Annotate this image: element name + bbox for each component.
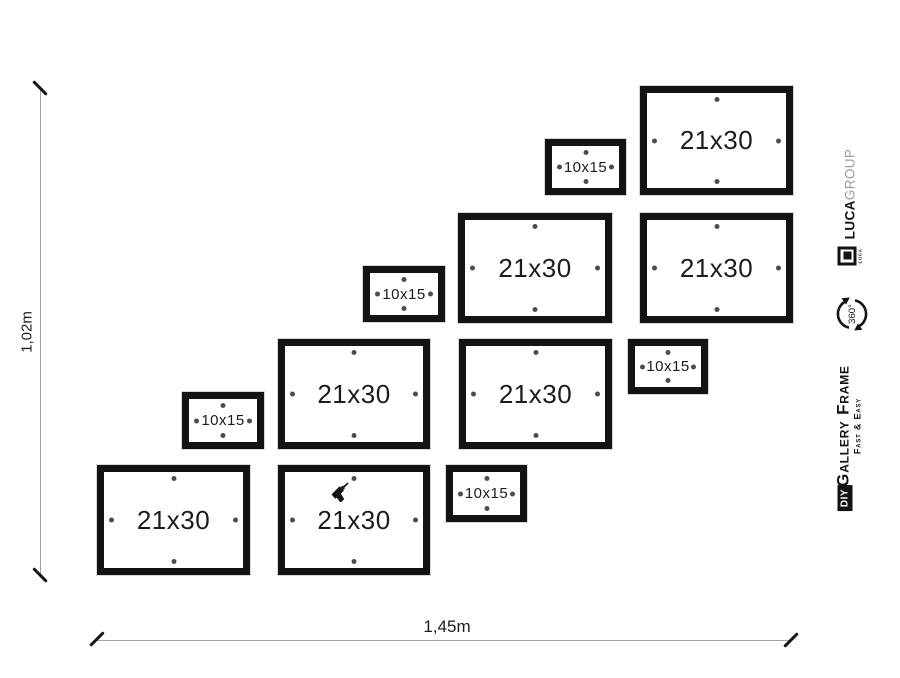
frame-size-label: 21x30 [317, 378, 391, 409]
mounting-dot [458, 491, 463, 496]
width-dimension-line [95, 640, 791, 641]
luca-logo-icon [837, 246, 857, 266]
mounting-dot [401, 277, 407, 282]
frame-size-label: 21x30 [498, 252, 572, 283]
brand-wordmark: LUCAGROUP [843, 149, 858, 240]
mounting-dot [583, 150, 588, 155]
picture-frame-10x15: 10x15 [363, 266, 445, 322]
mounting-dot [533, 350, 538, 355]
rotation-360-badge: 360° [833, 295, 871, 333]
frame-size-label: 21x30 [498, 378, 573, 409]
diy-badge: DIY [837, 484, 853, 512]
mounting-dot [375, 291, 380, 297]
dimension-tick [89, 631, 105, 647]
mounting-dot [401, 306, 407, 311]
picture-frame-21x30: 21x30 [278, 339, 430, 449]
mounting-dot [220, 433, 226, 438]
product-tagline: Fast & Easy [852, 397, 863, 455]
mounting-dot [776, 138, 781, 143]
height-dimension-label: 1,02m [18, 311, 36, 353]
mounting-dot [776, 265, 781, 271]
mounting-dot [484, 476, 489, 481]
mounting-dot [714, 307, 719, 312]
picture-frame-21x30: 21x30 [458, 213, 612, 323]
frame-size-label: 10x15 [646, 358, 690, 375]
mounting-dot [220, 403, 226, 408]
mounting-dot [351, 433, 357, 438]
frame-size-label: 10x15 [382, 285, 426, 303]
frame-size-label: 21x30 [679, 252, 754, 283]
product-name: Gallery Frame [833, 365, 853, 487]
picture-frame-21x30: 21x30 [640, 86, 793, 195]
mounting-dot [194, 418, 199, 423]
mounting-dot [652, 265, 657, 271]
mounting-dot [109, 517, 114, 523]
mounting-dot [484, 506, 489, 511]
mounting-dot [413, 517, 418, 523]
mounting-dot [413, 391, 418, 397]
mounting-dot [532, 307, 538, 312]
mounting-dot [583, 179, 588, 184]
picture-frame-21x30: 21x30 [640, 213, 793, 323]
mounting-dot [470, 265, 475, 271]
mounting-dot [533, 433, 538, 438]
mounting-dot [557, 164, 562, 170]
mounting-dot [351, 476, 357, 481]
frame-size-label: 21x30 [136, 504, 211, 535]
picture-frame-21x30: 21x30 [278, 465, 430, 575]
mounting-dot [714, 97, 719, 102]
drill-icon [331, 482, 349, 502]
frame-size-label: 10x15 [201, 412, 245, 429]
mounting-dot [595, 391, 600, 397]
frame-size-label: 21x30 [317, 504, 391, 535]
mounting-dot [640, 364, 645, 369]
luca-logo: LUCA [837, 246, 863, 266]
brand-name-luca: LUCA [842, 200, 858, 240]
height-dimension-line [40, 88, 41, 575]
picture-frame-10x15: 10x15 [446, 465, 527, 522]
mounting-dot [691, 364, 696, 369]
picture-frame-10x15: 10x15 [182, 392, 264, 449]
picture-frame-21x30: 21x30 [459, 339, 612, 449]
mounting-dot [714, 224, 719, 229]
mounting-dot [471, 391, 476, 397]
picture-frame-21x30: 21x30 [97, 465, 250, 575]
mounting-dot [171, 476, 176, 481]
rotation-360-label: 360° [846, 304, 858, 324]
mounting-dot [665, 350, 671, 355]
mounting-dot [290, 391, 295, 397]
picture-frame-10x15: 10x15 [628, 339, 708, 394]
brand-name-group: GROUP [842, 148, 858, 201]
mounting-dot [428, 291, 433, 297]
mounting-dot [290, 517, 295, 523]
frame-size-label: 21x30 [679, 125, 754, 155]
mounting-dot [510, 491, 515, 496]
frame-size-label: 10x15 [464, 485, 509, 502]
mounting-dot [247, 418, 252, 423]
mounting-dot [665, 378, 671, 383]
mounting-dot [714, 179, 719, 184]
mounting-dot [171, 559, 176, 564]
mounting-dot [351, 559, 357, 564]
luca-logo-inner-square [843, 252, 851, 260]
luca-logo-caption: LUCA [857, 248, 863, 264]
mounting-dot [233, 517, 238, 523]
mounting-dot [652, 138, 657, 143]
product-branding: Gallery Frame Fast & Easy [833, 365, 864, 487]
width-dimension-label: 1,45m [423, 617, 471, 636]
circular-arrows-icon [836, 297, 868, 331]
mounting-dot [532, 224, 538, 229]
picture-frame-10x15: 10x15 [545, 139, 626, 195]
mounting-dot [609, 164, 614, 170]
mounting-dot [351, 350, 357, 355]
frame-size-label: 10x15 [563, 158, 608, 176]
mounting-dot [595, 265, 600, 271]
